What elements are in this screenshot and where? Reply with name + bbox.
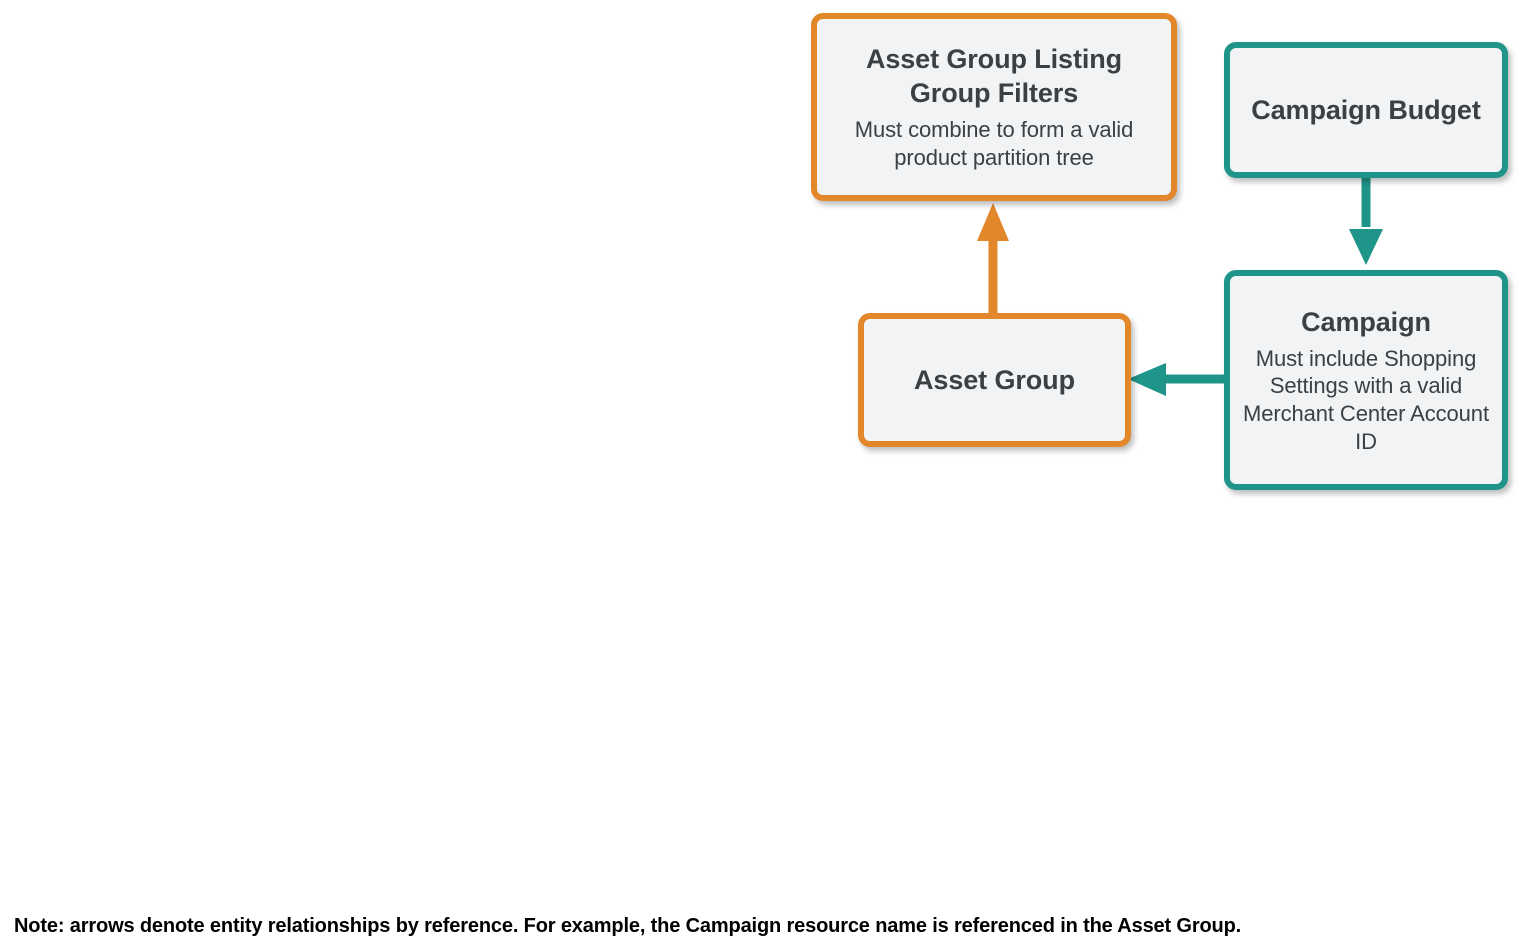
node-title: Asset Group Listing Group Filters (865, 44, 1123, 109)
node-title: Campaign (1301, 306, 1431, 337)
node-description: Must include Shopping Settings with a va… (1243, 345, 1489, 454)
node-asset-group-listing-group-filters[interactable]: Asset Group Listing Group Filters Must c… (811, 13, 1177, 201)
node-campaign[interactable]: Campaign Must include Shopping Settings … (1224, 270, 1508, 490)
node-description: Must combine to form a valid product par… (854, 117, 1134, 171)
arrow-campaign-to-asset-group (1128, 363, 1226, 396)
arrow-asset-group-to-filters (977, 203, 1009, 316)
node-title: Campaign Budget (1251, 94, 1481, 125)
node-campaign-budget[interactable]: Campaign Budget (1224, 42, 1508, 178)
node-asset-group[interactable]: Asset Group (858, 313, 1131, 447)
arrow-campaign-budget-to-campaign (1349, 176, 1383, 265)
node-title: Asset Group (914, 364, 1075, 395)
diagram-note: Note: arrows denote entity relationships… (14, 915, 1242, 937)
